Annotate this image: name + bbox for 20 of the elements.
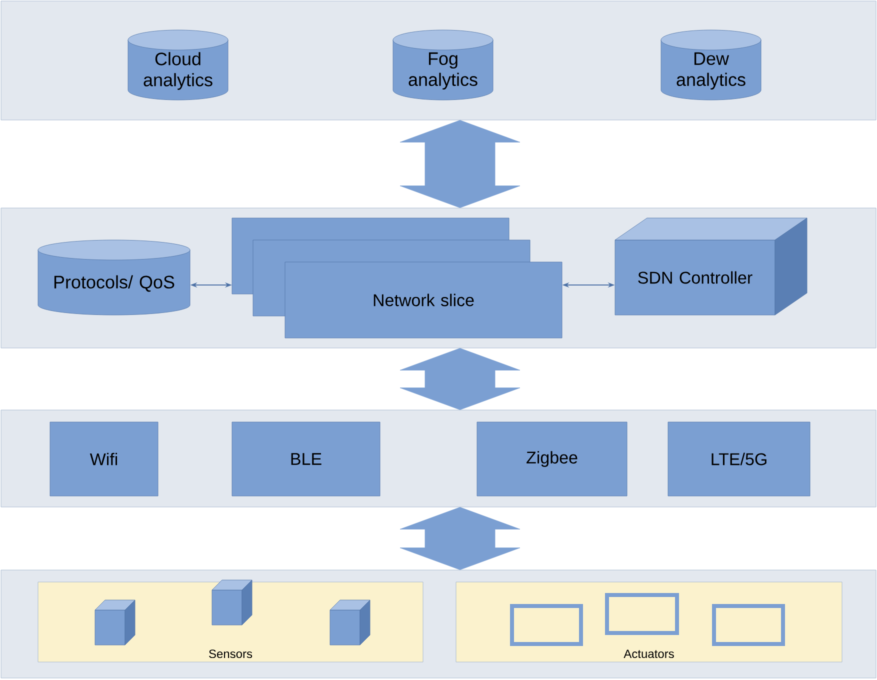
sensor-cube (94, 600, 136, 646)
controller-cube: SDN Controller (614, 218, 808, 316)
technology-box: Zigbee (476, 422, 628, 496)
actuator-frame (605, 593, 679, 635)
technology-box: Wifi (50, 422, 158, 496)
database-cylinder: Cloud analytics (128, 30, 228, 100)
technology-box: LTE/5G (668, 422, 810, 496)
actuator-frame (510, 604, 583, 646)
database-cylinder: Dew analytics (660, 30, 762, 100)
double-arrow (400, 507, 520, 570)
database-cylinder: Fog analytics (392, 30, 494, 100)
double-arrow (400, 348, 520, 410)
sensor-cube (330, 600, 370, 646)
network-slice-stack: Network slice (232, 218, 562, 338)
sensor-cube (212, 580, 252, 626)
node-label: Network slice (374, 294, 474, 306)
database-cylinder: Protocols/ QoS (38, 240, 190, 316)
technology-box: BLE (232, 422, 380, 496)
double-arrow (400, 120, 520, 208)
actuator-frame (712, 604, 786, 646)
